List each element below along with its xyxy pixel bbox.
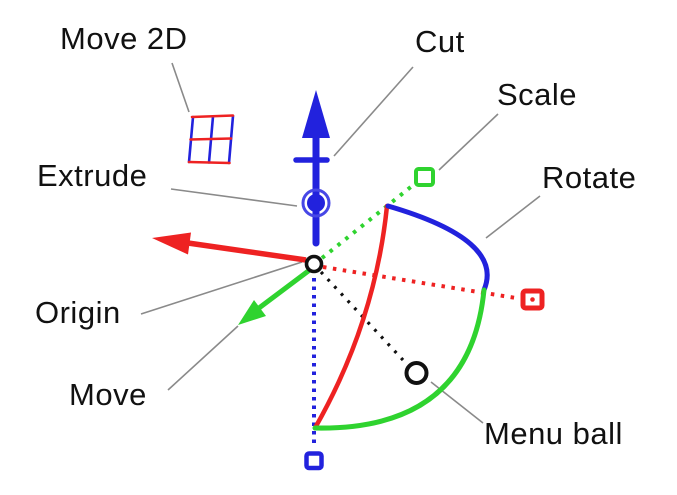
move-2d-grid-hline xyxy=(189,137,233,141)
leader-rotate xyxy=(485,195,541,239)
red-arrow-head-icon xyxy=(152,232,191,255)
extrude-knob-icon[interactable] xyxy=(307,194,325,212)
move-2d-grid-icon[interactable] xyxy=(187,114,235,165)
origin-point-icon[interactable] xyxy=(304,254,324,274)
label-scale: Scale xyxy=(497,77,578,112)
scale-handle-red[interactable] xyxy=(520,288,545,311)
rotate-arc-green[interactable] xyxy=(312,287,487,431)
label-menu-ball: Menu ball xyxy=(484,416,623,451)
move-2d-grid-hline xyxy=(187,160,231,165)
move-arrow-icon[interactable] xyxy=(238,267,313,325)
scale-handle-blue[interactable] xyxy=(304,451,324,471)
scale-handle-icon[interactable] xyxy=(414,167,435,187)
label-cut: Cut xyxy=(415,24,465,59)
extrude-knob-ring xyxy=(301,188,331,218)
label-origin: Origin xyxy=(35,295,121,330)
label-move-2d: Move 2D xyxy=(60,21,188,56)
cut-arrow-head-icon[interactable] xyxy=(302,90,330,138)
red-arrow-shaft xyxy=(187,240,307,263)
label-move: Move xyxy=(69,377,147,412)
label-rotate: Rotate xyxy=(542,160,637,195)
cut-extrude-axis[interactable] xyxy=(293,90,331,247)
move-2d-grid-hline xyxy=(190,114,235,119)
leader-move-2d xyxy=(171,62,190,113)
leader-move xyxy=(167,325,239,391)
scale-handle-red-dot xyxy=(530,297,535,302)
leader-scale xyxy=(438,113,499,171)
green-arrow-shaft xyxy=(257,267,313,310)
leader-extrude xyxy=(170,188,298,207)
rotate-arc-icon[interactable] xyxy=(385,203,490,293)
scale-handle-red-square xyxy=(520,288,545,311)
leader-origin xyxy=(140,261,303,315)
green-arrow-head-icon xyxy=(238,300,266,325)
label-extrude: Extrude xyxy=(37,158,148,193)
leader-lines xyxy=(140,62,541,424)
menu-ball-icon[interactable] xyxy=(404,361,429,385)
leader-cut xyxy=(333,66,414,157)
rotate-arc-red[interactable] xyxy=(312,203,390,431)
green-dotted-axis xyxy=(320,180,419,260)
move-arrow-red[interactable] xyxy=(152,232,307,263)
